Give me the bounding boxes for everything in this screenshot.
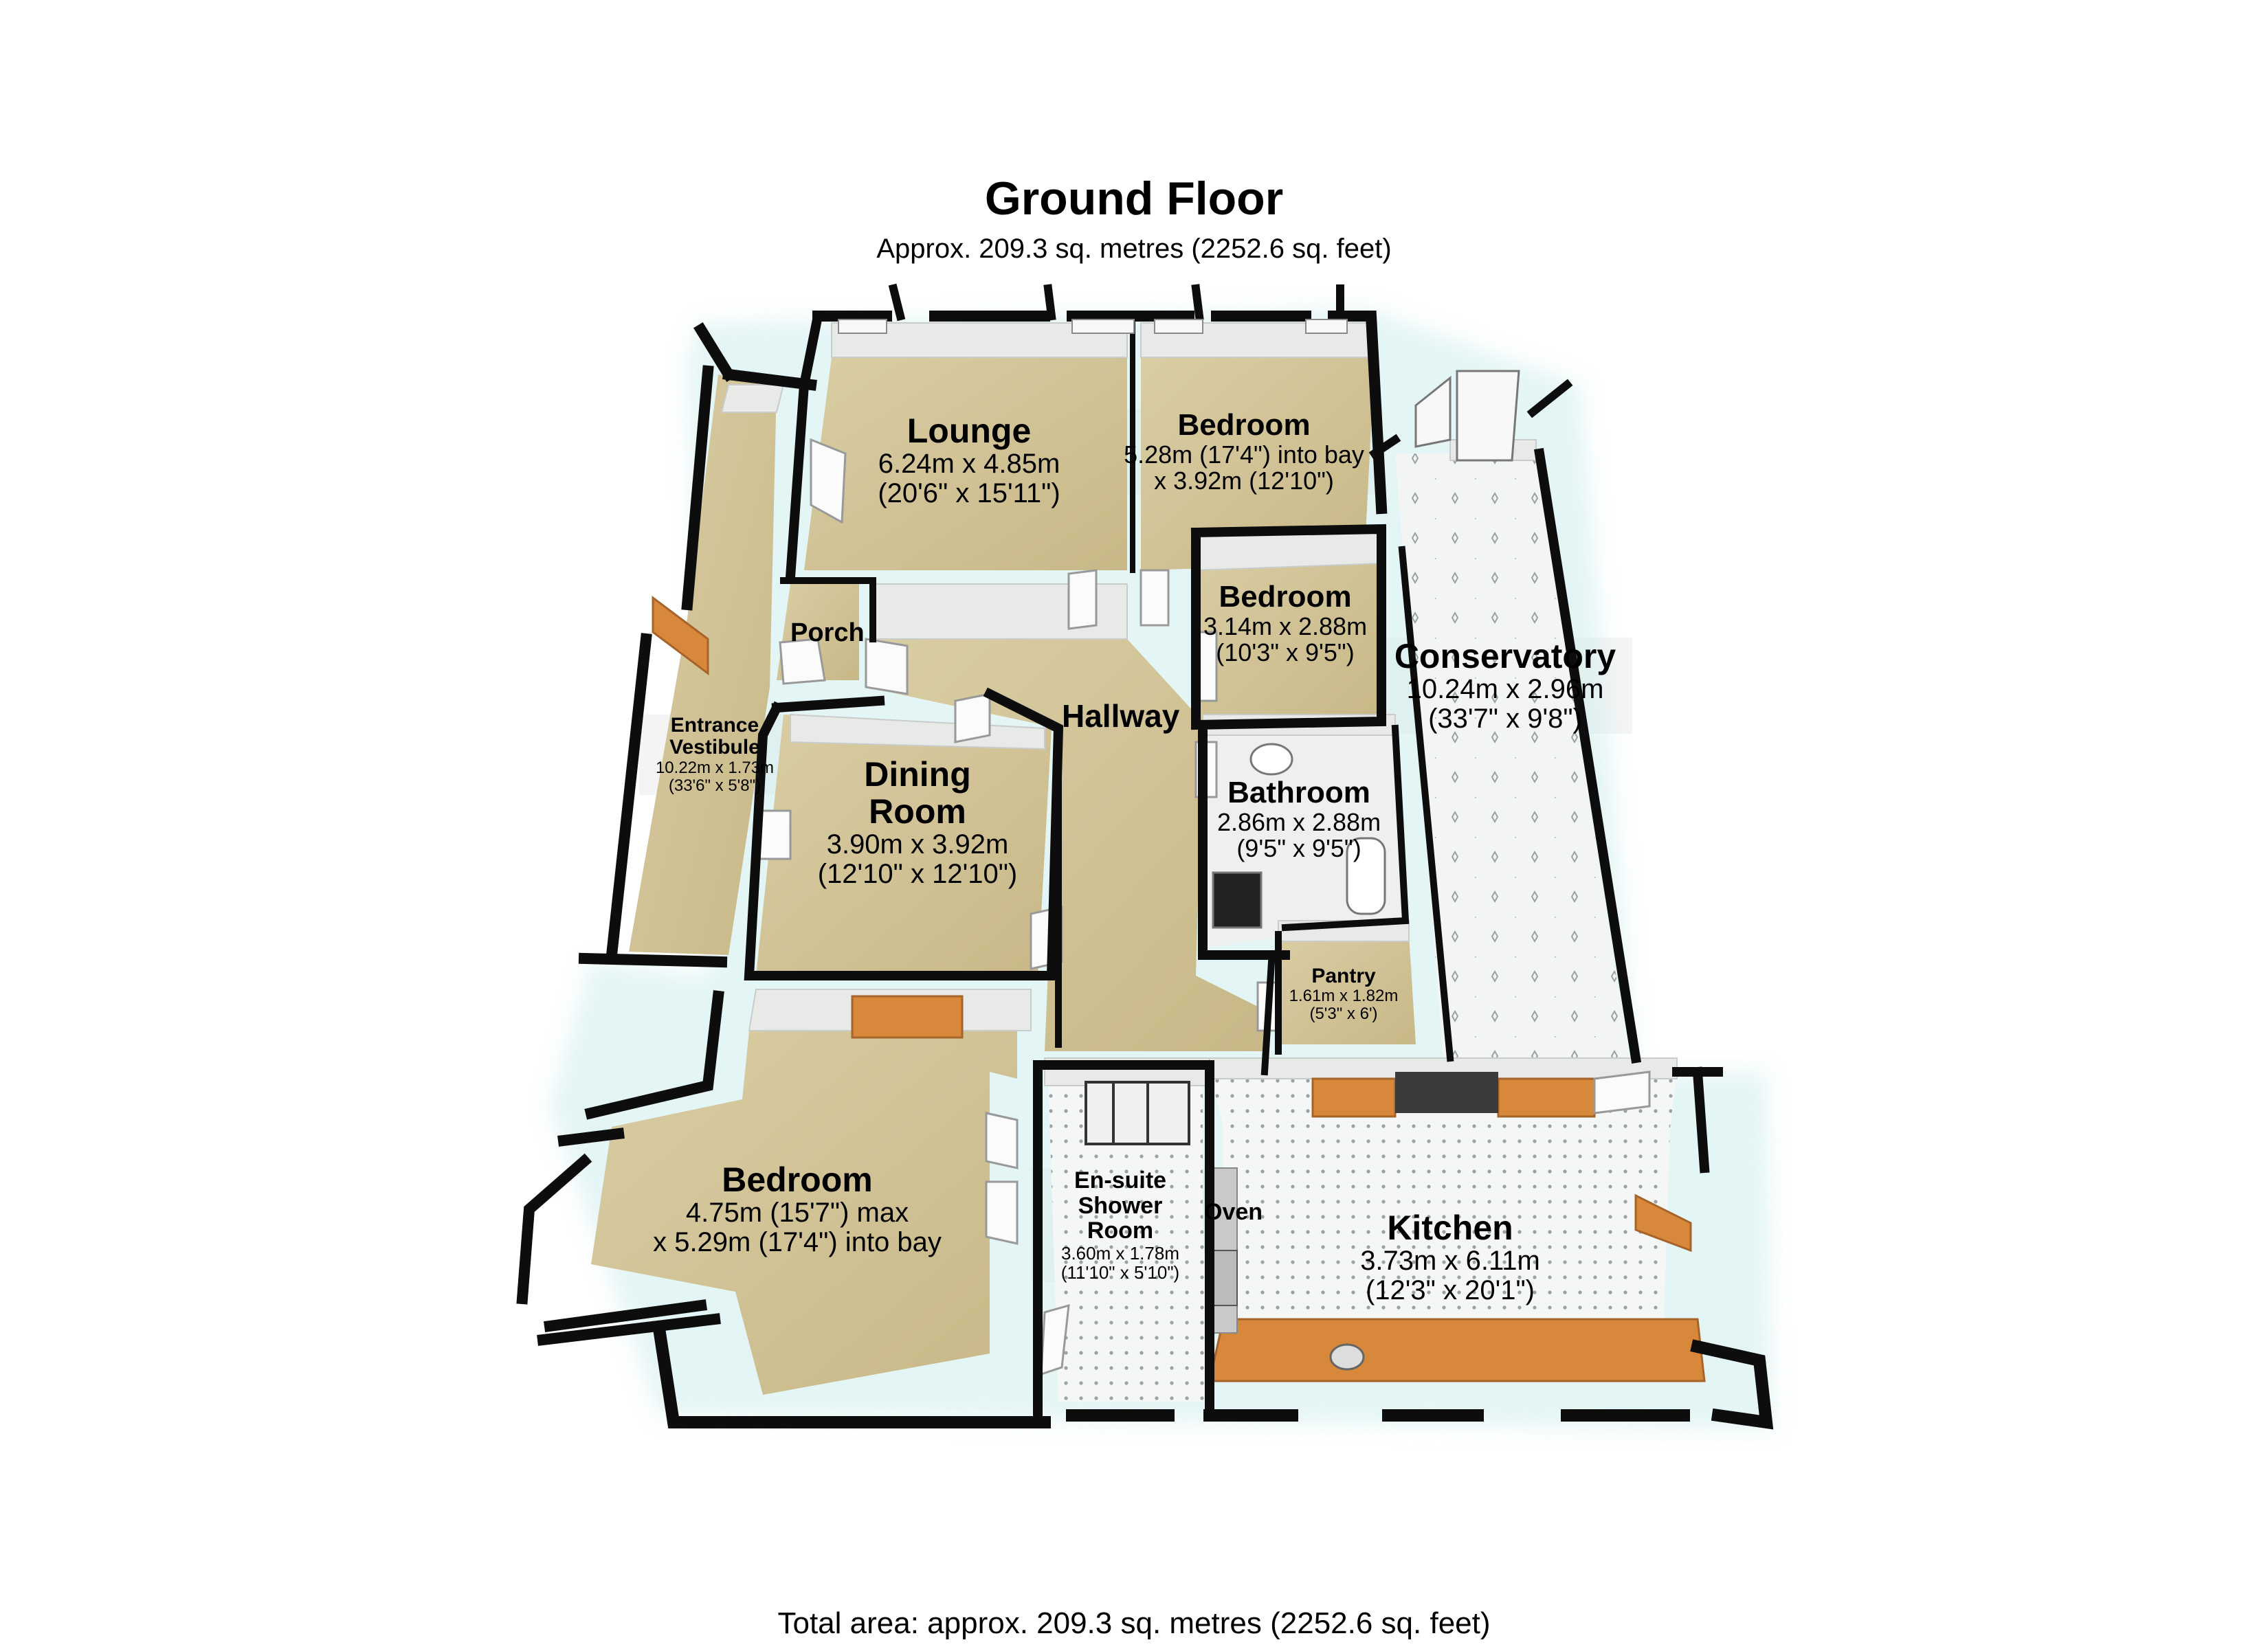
room-dimensions: 5.28m (17'4") into bay: [1124, 440, 1364, 469]
room-name: Pantry: [1311, 965, 1376, 987]
floor-bedroom-main: [591, 1031, 1017, 1395]
label-conservatory: Conservatory 10.24m x 2.96m (33'7" x 9'8…: [1378, 638, 1632, 734]
room-dimensions: 10.24m x 2.96m: [1406, 674, 1604, 704]
label-kitchen: Kitchen 3.73m x 6.11m (12'3" x 20'1"): [1347, 1209, 1553, 1306]
room-name: Bedroom: [1177, 408, 1311, 442]
room-dimensions: 6.24m x 4.85m: [878, 449, 1060, 479]
kitchen-worktops: [851, 995, 1706, 1382]
room-name: Bedroom: [1219, 580, 1352, 614]
bathroom-fittings: [1212, 743, 1386, 929]
conservatory-door: [1414, 370, 1520, 462]
label-bedroom-small: Bedroom 3.14m x 2.88m (10'3" x 9'5"): [1192, 580, 1378, 667]
room-dimensions-imperial: (11'10" x 5'10"): [1060, 1262, 1180, 1283]
room-name: Kitchen: [1387, 1209, 1513, 1247]
label-hallway: Hallway: [1062, 698, 1180, 734]
room-dimensions-imperial: (33'7" x 9'8"): [1428, 704, 1582, 734]
floor-pantry: [1278, 934, 1416, 1044]
room-dimensions-imperial: (10'3" x 9'5"): [1216, 638, 1355, 667]
floor-bedroom-front: [1141, 357, 1375, 570]
windows: [838, 319, 1348, 334]
label-bedroom-main: Bedroom 4.75m (15'7") max x 5.29m (17'4"…: [619, 1160, 976, 1258]
label-bathroom: Bathroom 2.86m x 2.88m (9'5" x 9'5"): [1196, 776, 1402, 863]
room-name: Lounge: [907, 412, 1032, 450]
room-dimensions: 2.86m x 2.88m: [1216, 807, 1381, 836]
floor-ensuite: [1048, 1072, 1210, 1402]
room-name-2: Vestibule: [669, 736, 760, 759]
room-dimensions-imperial: (12'3" x 20'1"): [1365, 1275, 1535, 1306]
room-name: Conservatory: [1394, 637, 1616, 675]
label-bedroom-front: Bedroom 5.28m (17'4") into bay x 3.92m (…: [1107, 409, 1381, 495]
doors: [652, 438, 1692, 1376]
room-dimensions-2: x 5.29m (17'4") into bay: [653, 1227, 942, 1258]
room-dimensions: 3.73m x 6.11m: [1360, 1246, 1540, 1276]
label-dining-room: Dining Room 3.90m x 3.92m (12'10" x 12'1…: [794, 755, 1041, 890]
room-dimensions-imperial: (5'3" x 6'): [1309, 1005, 1378, 1024]
label-oven: Oven: [1204, 1199, 1263, 1225]
room-dimensions-2: x 3.92m (12'10"): [1154, 467, 1334, 495]
floor-lounge: [804, 357, 1127, 570]
label-lounge: Lounge 6.24m x 4.85m (20'6" x 15'11"): [852, 412, 1086, 509]
room-dimensions-imperial: (12'10" x 12'10"): [817, 859, 1018, 890]
room-name-2: Room: [869, 792, 966, 831]
room-dimensions: 3.14m x 2.88m: [1203, 612, 1368, 640]
room-dimensions: 1.61m x 1.82m: [1289, 987, 1399, 1006]
room-dimensions: 3.60m x 1.78m: [1061, 1243, 1179, 1264]
label-entrance-vestibule: Entrance Vestibule 10.22m x 1.73m (33'6"…: [639, 714, 790, 795]
room-name: En-suite: [1074, 1167, 1167, 1193]
label-pantry: Pantry 1.61m x 1.82m (5'3" x 6'): [1275, 965, 1412, 1024]
floor-hallway: [866, 639, 1265, 1051]
ensuite-shower: [1085, 1081, 1190, 1145]
room-dimensions: 4.75m (15'7") max: [685, 1198, 909, 1228]
floor-bedroom-small: [1196, 536, 1381, 721]
room-dimensions: 10.22m x 1.73m: [655, 758, 775, 777]
label-porch: Porch: [790, 618, 865, 647]
room-name: Entrance: [670, 714, 759, 737]
total-area: Total area: approx. 209.3 sq. metres (22…: [777, 1606, 1491, 1640]
room-name: Bedroom: [722, 1160, 873, 1199]
room-dimensions-imperial: (20'6" x 15'11"): [878, 478, 1060, 509]
room-name: Dining: [864, 755, 971, 794]
floor-dining-room: [756, 715, 1052, 976]
room-dimensions: 3.90m x 3.92m: [826, 829, 1009, 860]
floor-conservatory: [1395, 453, 1629, 1058]
room-dimensions-imperial: (9'5" x 9'5"): [1236, 834, 1361, 863]
floor-subtitle: Approx. 209.3 sq. metres (2252.6 sq. fee…: [876, 234, 1392, 264]
walls: [516, 283, 1774, 1430]
room-dimensions-imperial: (33'6" x 5'8"): [668, 776, 761, 795]
label-ensuite: En-suite Shower Room 3.60m x 1.78m (11'1…: [1031, 1168, 1210, 1282]
room-name: Bathroom: [1227, 776, 1370, 809]
floor-kitchen: [1210, 1072, 1677, 1340]
room-name-3: Room: [1087, 1218, 1154, 1244]
floor-title: Ground Floor: [984, 172, 1284, 225]
room-name-2: Shower: [1078, 1192, 1163, 1219]
